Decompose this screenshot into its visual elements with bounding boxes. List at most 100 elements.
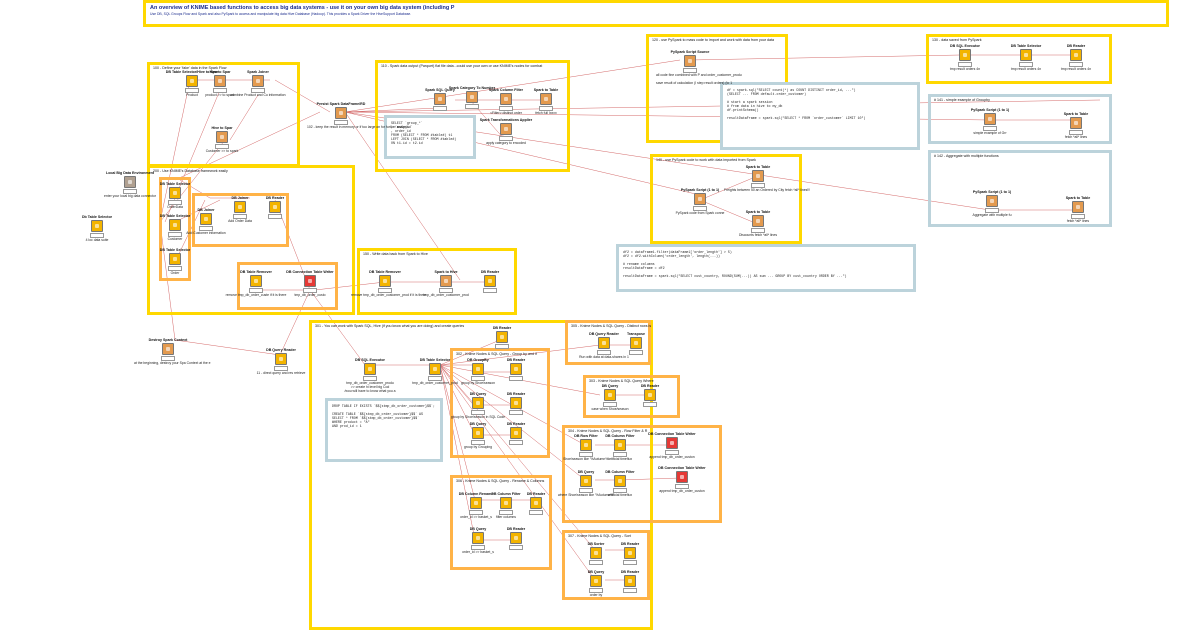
annotation-150[interactable]: 150 - Write data back from Spark to Hive [357,248,517,315]
node-db-query-2[interactable]: DB Query group by Grouping [463,422,493,449]
node-db-sorter[interactable]: DB Sorter [576,542,616,565]
db-sorter-icon [590,547,602,559]
node-spark-to-table-140b[interactable]: Spark to Table Discounts fetch *all* lin… [738,210,778,237]
node-local-big-data-env[interactable]: Local Big Data Environment enter your lo… [103,171,157,198]
annotation-302[interactable]: 302 - Knime Nodes & SQL Query - Group by… [450,348,550,458]
node-db-groupby[interactable]: DB GroupBy group by Shoe/season [461,358,495,385]
node-db-reader-4[interactable]: DB Reader [482,326,522,349]
node-spark-sql-query[interactable]: Spark SQL Query [420,88,460,111]
annotation-301[interactable]: 305 - Knime Nodes & SQL Query - Distinct… [565,320,651,365]
node-db-query-5[interactable]: DB Query order_id >> basket_s [462,527,494,554]
node-pyspark-script-source[interactable]: PySpark Script Source all code fine comb… [656,50,742,85]
node-db-query-3[interactable]: DB Query case when Shoe/season [591,384,629,411]
node-spark-transformations-applier[interactable]: Spark Transformations Applier apply cate… [479,118,533,145]
annotation-307[interactable]: 307 - Knime Nodes & SQL Query - Sort [562,530,650,600]
node-db-reader-2[interactable]: DB Reader [255,196,295,219]
node-db-sql-executor-2[interactable]: DB SQL Executor tmp_db_order_customer_pr… [344,358,396,393]
node-db-query-reader-2[interactable]: DB Query Reader Run with data at data-sh… [579,332,629,359]
status-traffic-light [439,288,453,293]
code-snippet-140[interactable]: df2 = dataFrame1.filter(dataFrame1['orde… [616,244,916,292]
persist-icon [335,107,347,119]
node-db-column-filter-3[interactable]: DB Column Filter filter columns [491,492,521,519]
node-db-joiner-2[interactable]: DB Joiner Add Order Data [228,196,252,223]
node-db-connection-table-writer-3[interactable]: DB Connection Table Writer append tmp_db… [658,466,706,493]
db-column-filter-icon [500,497,512,509]
db-table-icon [169,187,181,199]
db-column-filter-icon [614,475,626,487]
node-transpose[interactable]: Transpose [616,332,656,355]
node-db-table-selector-3[interactable]: DB Table Selector tmp_db_order_customer_… [412,358,458,385]
annotation-142[interactable]: # 142 - Aggregate with multiple function… [928,150,1112,227]
node-db-column-filter[interactable]: DB Column Filter artificial timeflux [605,434,635,461]
big-data-env-icon [124,176,136,188]
node-db-connection-table-writer[interactable]: DB Connection Table Writer tmp_db_order_… [286,270,334,297]
code-snippet-110[interactable]: SELECT `group_*` , `main_id` , order_id … [384,115,476,159]
node-spark-column-filter[interactable]: Spark Column Filter <Filter> distinct or… [488,88,524,115]
node-db-table-selector-hive-spark[interactable]: DB Table Selector/Hive to Spar Product [165,70,219,97]
node-spark-joiner[interactable]: Spark Joiner combine Product and Cu info… [230,70,286,97]
status-traffic-light [471,440,485,445]
annotation-130[interactable]: 130 - data saved from PySpark [926,34,1112,84]
node-db-table-selector-a[interactable]: DB Table Selector OrderData [159,182,191,209]
node-db-table-selector-b[interactable]: DB Table Selector Customer [159,214,191,241]
node-pyspark-142[interactable]: PySpark Script (1 to 1) Aggregate with m… [972,190,1012,217]
node-db-query-6[interactable]: DB Query order by [587,570,605,597]
status-traffic-light [597,350,611,355]
node-db-reader-6[interactable]: DB Reader [496,392,536,415]
node-spark-to-table-142[interactable]: Spark to Table fetch *all* lines [1065,196,1091,223]
annotation-304[interactable]: 304 - Knime Nodes & SQL Query - Row Filt… [562,425,722,523]
code-snippet-300[interactable]: DROP TABLE IF EXISTS `$${stmp_db_order_c… [325,398,443,462]
annotation-db-writers [237,262,338,310]
node-spark-category-to-number[interactable]: Spark Category To Number [449,86,495,109]
code-snippet-120[interactable]: df = spark.sql("SELECT count(*) as COUNT… [720,82,920,150]
status-traffic-light [168,200,182,205]
node-db-joiner-1[interactable]: DB Joiner Add Customer information [186,208,226,235]
annotation-300[interactable]: 301 - You can work with Spark SQL, Hive … [309,320,653,630]
node-db-reader-3[interactable]: DB Reader [470,270,510,293]
annotation-141[interactable]: # 141 - simple example of Groupby [928,94,1112,144]
node-pyspark-140[interactable]: PySpark Script (1 to 1) PySpark code fro… [675,188,725,215]
node-hive-to-spark-customer[interactable]: Hive to Spar Customer >> to spark [205,126,239,153]
status-traffic-light [629,350,643,355]
node-db-column-filter-2[interactable]: DB Column Filter artificial timeflux [605,470,635,497]
node-db-table-remover[interactable]: DB Table Remover remove tmp_db_order_cus… [225,270,287,297]
node-db-reader-5[interactable]: DB Reader [496,358,536,381]
node-db-table-selector-start[interactable]: Db Table Selector 4 loc data suite [81,215,113,242]
node-pyspark-141[interactable]: PySpark Script (1 to 1) simple example o… [970,108,1010,135]
node-db-query-reader[interactable]: DB Query Reader 11 - direct query and re… [256,348,306,375]
db-reader-icon [510,397,522,409]
node-spark-to-table[interactable]: Spark to Table fetch full Ixxxx [533,88,559,115]
node-db-reader-10[interactable]: DB Reader [496,527,536,550]
annotation-200[interactable]: 200 - Use KNIME's Database framework eas… [147,165,355,315]
node-db-reader-1[interactable]: DB Reader tmp result orders 4n [1060,44,1092,71]
status-traffic-light [509,545,523,550]
node-db-row-filter[interactable]: DB Row Filter Shoe/season like '%Autumn%… [563,434,609,461]
node-db-column-rename[interactable]: DB Column Rename order_id >> basket_s [458,492,494,519]
node-db-table-remover-2[interactable]: DB Table Remover remove tmp_db_order_cus… [351,270,427,297]
node-db-reader-11[interactable]: DB Reader [610,542,650,565]
node-db-table-selector-c[interactable]: DB Table Selector Order [159,248,191,275]
node-destroy-spark-context[interactable]: Destroy Spark Context at the beginning, … [134,338,211,365]
node-spark-to-hive[interactable]: Spark to Hive tmp_db_order_customer_prod [423,270,469,297]
node-spark-to-table-140a[interactable]: Spark to Table Freights between 50 an Or… [724,165,811,192]
node-db-query-1[interactable]: DB Query group by Shoe/season in SQL Cod… [450,392,506,419]
node-db-query-4[interactable]: DB Query where Shoe/season like '%Autumn… [558,470,614,497]
db-writer-icon [676,471,688,483]
status-traffic-light [499,510,513,515]
annotation-303[interactable]: 303 - Knime Nodes & SQL Query Where [583,375,680,418]
node-db-reader-9[interactable]: DB Reader [516,492,556,515]
node-db-reader-8[interactable]: DB Reader [630,384,670,407]
status-traffic-light [471,410,485,415]
node-db-reader-12[interactable]: DB Reader [610,570,650,593]
node-persist-spark-dataframe[interactable]: Persist Spark DataFrame/RD 102 - keep th… [307,102,409,129]
annotation-140[interactable]: 140 - use PySpark code to work with data… [650,154,802,244]
node-db-reader-7[interactable]: DB Reader [496,422,536,445]
annotation-110[interactable]: 110 - Spark data output (Parquet) flat f… [375,60,570,172]
node-db-sql-executor-1[interactable]: DB SQL Executor tmp result orders 4n [949,44,981,71]
node-db-table-selector-2[interactable]: DB Table Selector tmp result orders 4n [1010,44,1042,71]
annotation-306[interactable]: 306 - Knime Nodes & SQL Query - Rename &… [450,475,552,570]
node-spark-to-table-141[interactable]: Spark to Table fetch *all* lines [1063,112,1089,139]
node-db-connection-table-writer-2[interactable]: DB Connection Table Writer append tmp_db… [648,432,696,459]
node-hive-to-spark-product[interactable]: Hive to Spar product >> to spark [205,70,235,97]
